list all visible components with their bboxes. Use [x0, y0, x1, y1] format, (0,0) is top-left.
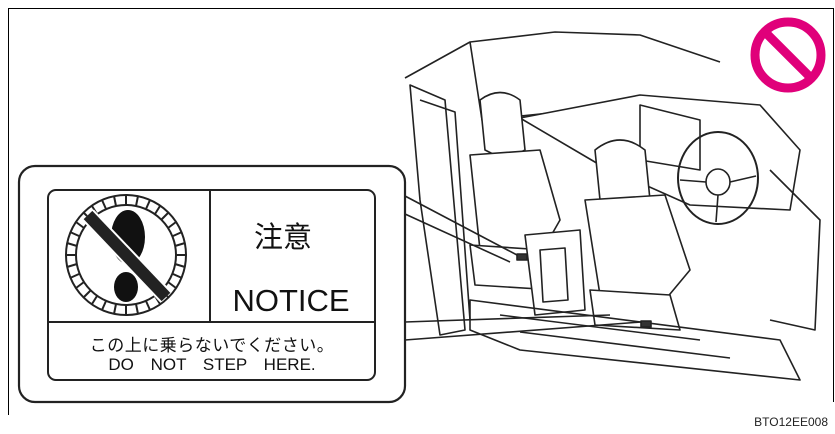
- notice-heading-english: NOTICE: [232, 283, 350, 318]
- floor-label-marker-rear: [640, 320, 652, 328]
- no-stepping-icon: [65, 194, 187, 316]
- callout-line-bottom: [404, 321, 642, 341]
- instruction-english: DO NOT STEP HERE.: [108, 355, 316, 374]
- figure-code: BTO12EE008: [754, 415, 828, 429]
- callout-line-bottom2: [404, 314, 611, 323]
- instruction-japanese: この上に乗らないでください。: [89, 336, 335, 356]
- vehicle-interior-illustration: [404, 31, 821, 381]
- figure-frame: [8, 8, 834, 402]
- floor-label-marker-front: [516, 253, 528, 261]
- figure-frame-edge: [8, 401, 9, 415]
- notice-heading-japanese: 注意: [253, 220, 312, 254]
- callout-line-top2: [404, 213, 511, 263]
- prohibition-icon: [750, 17, 826, 93]
- callout-line-top: [404, 195, 518, 256]
